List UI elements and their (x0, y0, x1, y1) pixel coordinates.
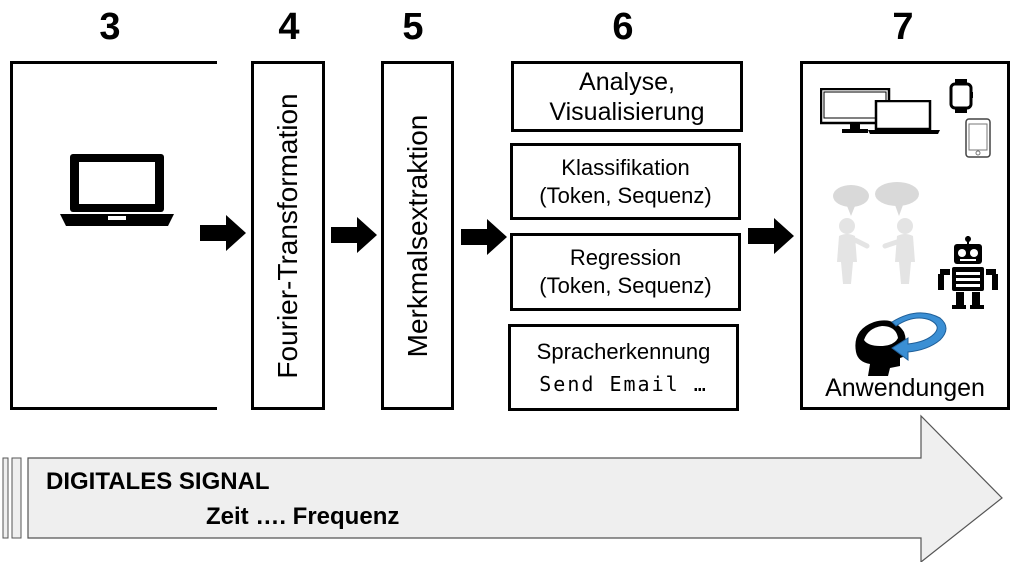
head-cycle-icon (855, 312, 947, 376)
robot-icon (938, 236, 998, 309)
speech-line-2: Send Email … (539, 371, 708, 396)
banner-subtitle: Zeit …. Frequenz (206, 503, 400, 530)
step-number-3: 3 (99, 6, 121, 48)
analysis-box: Analyse, Visualisierung (511, 61, 743, 132)
arrow-right-3 (461, 219, 507, 255)
step-number-6: 6 (612, 6, 634, 48)
applications-box: Anwendungen (800, 61, 1010, 410)
feature-extraction-box: Merkmalsextraktion (381, 61, 454, 410)
people-talking-icon (833, 182, 919, 284)
regression-line-1: Regression (569, 245, 682, 270)
smartwatch-icon (949, 79, 973, 113)
regression-box: Regression (Token, Sequenz) (510, 233, 741, 311)
banner-title: DIGITALES SIGNAL (46, 468, 270, 495)
laptop-icon (60, 154, 174, 226)
notebook-icon (868, 100, 940, 134)
classification-box: Klassifikation (Token, Sequenz) (510, 143, 741, 220)
step-number-4: 4 (278, 6, 300, 48)
fourier-box: Fourier-Transformation (251, 61, 325, 410)
step-number-5: 5 (402, 6, 424, 48)
regression-line-2: (Token, Sequenz) (539, 273, 712, 298)
signal-box-frame (10, 61, 217, 410)
classification-line-2: (Token, Sequenz) (539, 182, 712, 208)
speech-recognition-box: Spracherkennung Send Email … (508, 324, 739, 411)
feature-extraction-label: Merkmalsextraktion (401, 114, 433, 357)
analysis-line-1: Analyse, (579, 67, 675, 96)
analysis-line-2: Visualisierung (549, 97, 705, 126)
fourier-label: Fourier-Transformation (272, 92, 303, 379)
phone-icon (965, 118, 991, 158)
applications-label: Anwendungen (825, 374, 985, 402)
arrow-right-2 (331, 217, 377, 253)
arrow-right-4 (748, 218, 794, 254)
speech-line-1: Spracherkennung (536, 338, 711, 364)
step-number-7: 7 (892, 6, 914, 48)
signal-box (10, 61, 218, 410)
classification-line-1: Klassifikation (561, 154, 690, 180)
arrow-right-1 (200, 215, 246, 251)
digital-signal-banner (2, 414, 1003, 562)
